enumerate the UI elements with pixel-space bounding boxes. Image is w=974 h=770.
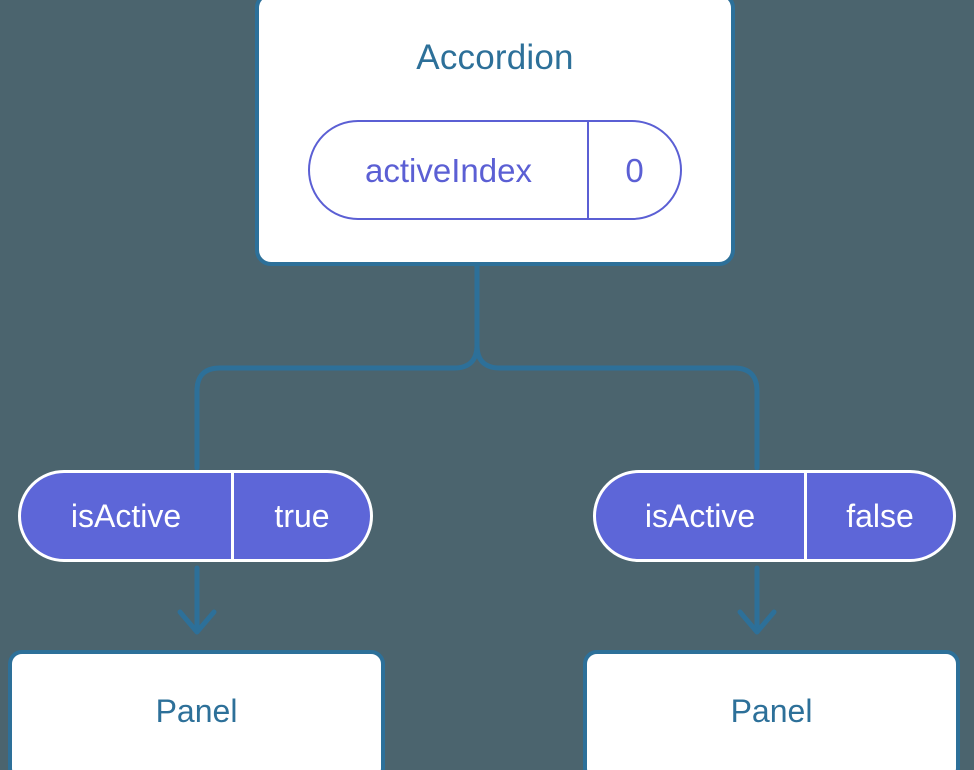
- state-pill-is-active-left: isActive true: [18, 470, 373, 562]
- state-key-label: isActive: [596, 473, 807, 559]
- state-pill-active-index: activeIndex 0: [308, 120, 682, 220]
- arrow-right-head: [737, 609, 777, 635]
- arrow-left-head: [177, 609, 217, 635]
- panel-component-card-left: Panel: [8, 650, 385, 770]
- panel-title: Panel: [730, 693, 813, 729]
- connector-branch-left: [194, 342, 480, 471]
- state-value-label: 0: [625, 151, 644, 189]
- accordion-title: Accordion: [416, 38, 574, 77]
- panel-component-card-right: Panel: [583, 650, 960, 770]
- state-key-label: activeIndex: [310, 122, 589, 218]
- panel-title: Panel: [155, 693, 238, 729]
- state-key-label: isActive: [21, 473, 234, 559]
- state-value-label: true: [274, 498, 330, 534]
- state-pill-is-active-right: isActive false: [593, 470, 956, 562]
- connector-branch-right: [474, 342, 760, 471]
- state-value-label: false: [846, 498, 914, 534]
